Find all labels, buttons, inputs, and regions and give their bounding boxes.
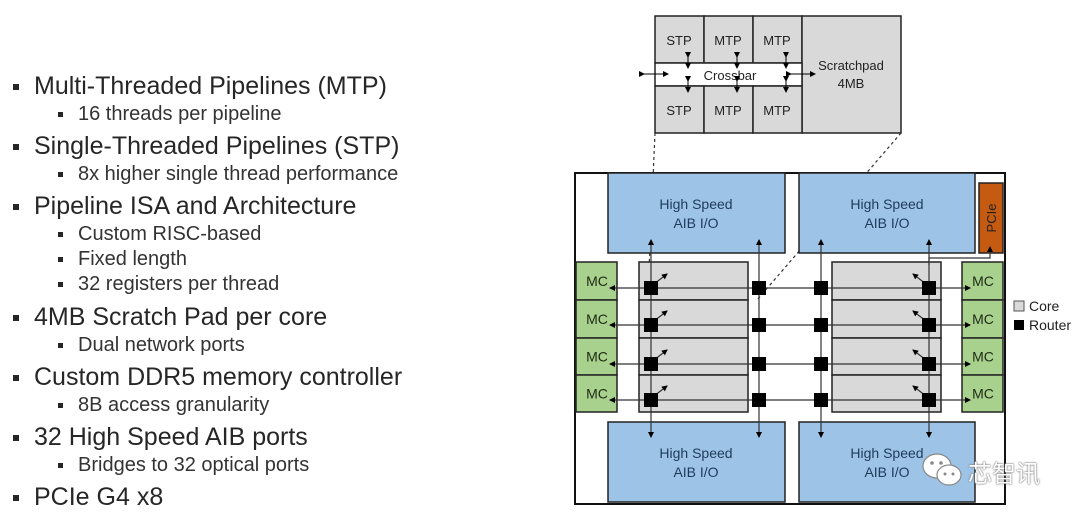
aib-bottom-left <box>607 421 786 503</box>
legend-router-swatch <box>1014 320 1024 330</box>
mc-left-1-label: MC <box>586 273 608 289</box>
router-4-1 <box>922 281 936 295</box>
bullet-isa: Pipeline ISA and Architecture <box>12 192 357 220</box>
mc-right-2-label: MC <box>972 311 994 327</box>
mc-left-2-label: MC <box>586 311 608 327</box>
router-1-4 <box>644 393 658 407</box>
bullet-scratchpad: 4MB Scratch Pad per core <box>12 303 328 331</box>
bullet-stp: Single-Threaded Pipelines (STP) <box>12 132 400 160</box>
die-outline <box>574 172 1006 505</box>
mc-right-1-label: MC <box>972 273 994 289</box>
mtp-bottom-2-label: MTP <box>763 103 790 118</box>
mc-right-3-label: MC <box>972 349 994 365</box>
router-3-2 <box>814 318 828 332</box>
stp-bottom-label: STP <box>666 103 691 118</box>
crossbar-arrows <box>639 52 816 93</box>
mc-left-3 <box>575 337 618 376</box>
sub-bullet-threads: 16 threads per pipeline <box>57 103 282 125</box>
sub-bullet-fixed-length: Fixed length <box>58 248 187 270</box>
router-2-3 <box>752 357 766 371</box>
mc-left-4 <box>575 374 618 413</box>
mtp-top-2-label: MTP <box>763 33 790 48</box>
aib-top-right-label-2: AIB I/O <box>864 215 909 231</box>
legend: Core Router <box>1013 298 1071 333</box>
mc-left-4-label: MC <box>586 386 608 402</box>
scratchpad-block <box>801 15 902 134</box>
router-2-4 <box>752 393 766 407</box>
router-2-2 <box>752 318 766 332</box>
mc-right-4 <box>961 374 1004 413</box>
mtp-bottom-2 <box>752 85 803 134</box>
routers <box>644 281 936 407</box>
sub-bullet-granularity: 8B access granularity <box>57 394 270 416</box>
router-4-2 <box>922 318 936 332</box>
aib-bottom-right-label-2: AIB I/O <box>864 464 909 480</box>
core-blocks <box>638 261 942 413</box>
aib-bottom-right-label-1: High Speed <box>850 445 923 461</box>
mc-right-4-label: MC <box>972 386 994 402</box>
mc-left-3-label: MC <box>586 349 608 365</box>
router-3-3 <box>814 357 828 371</box>
mc-right-1 <box>961 261 1004 301</box>
router-4-3 <box>922 357 936 371</box>
feature-bullet-list: Multi-Threaded Pipelines (MTP) 16 thread… <box>12 72 403 511</box>
pcie-label: PCIe <box>984 204 999 233</box>
sub-bullet-performance: 8x higher single thread performance <box>57 163 399 185</box>
wechat-watermark: 芯智讯 <box>920 448 1060 494</box>
wire-pcie <box>928 246 993 265</box>
legend-core-swatch <box>1013 300 1025 312</box>
aib-top-left-label-2: AIB I/O <box>673 215 718 231</box>
scratchpad-label: Scratchpad <box>818 58 884 73</box>
mtp-bottom-1-label: MTP <box>714 103 741 118</box>
aib-top-left-label-1: High Speed <box>659 196 732 212</box>
watermark-text: 芯智讯 <box>968 460 1040 488</box>
aib-top-right <box>798 172 976 254</box>
pcie-block <box>978 182 1004 254</box>
bullet-ddr5: Custom DDR5 memory controller <box>12 363 403 391</box>
router-1-2 <box>644 318 658 332</box>
aib-top-right-label-1: High Speed <box>850 196 923 212</box>
router-1-1 <box>644 281 658 295</box>
router-3-1 <box>814 281 828 295</box>
sub-bullet-registers: 32 registers per thread <box>57 273 280 295</box>
router-4-4 <box>922 393 936 407</box>
scratchpad-size-label: 4MB <box>838 76 865 91</box>
legend-core-label: Core <box>1029 298 1060 314</box>
sub-bullet-risc: Custom RISC-based <box>57 223 262 245</box>
stp-bottom <box>654 85 705 134</box>
aib-top-left <box>607 172 786 254</box>
sub-bullet-network-ports: Dual network ports <box>58 334 245 356</box>
memory-controllers: MC MC MC MC MC MC MC MC <box>575 261 1004 413</box>
mtp-top-1 <box>703 15 754 64</box>
mc-left-1 <box>575 261 618 301</box>
stp-top-label: STP <box>666 33 691 48</box>
bullet-mtp: Multi-Threaded Pipelines (MTP) <box>13 72 387 100</box>
wechat-icon <box>922 453 962 486</box>
core-detail: STP MTP MTP STP MTP MTP Crossbar Scratch… <box>639 15 902 134</box>
router-3-4 <box>814 393 828 407</box>
router-1-3 <box>644 357 658 371</box>
aib-bottom-left-label-2: AIB I/O <box>673 464 718 480</box>
legend-router-label: Router <box>1029 317 1071 333</box>
bullet-pcie: PCIe G4 x8 <box>12 483 164 511</box>
sub-bullet-optical: Bridges to 32 optical ports <box>57 454 310 476</box>
crossbar-label: Crossbar <box>704 68 757 83</box>
router-2-1 <box>752 281 766 295</box>
mtp-top-1-label: MTP <box>714 33 741 48</box>
bullet-aib-ports: 32 High Speed AIB ports <box>13 423 308 451</box>
mc-right-2 <box>961 299 1004 339</box>
aib-bottom-left-label-1: High Speed <box>659 445 732 461</box>
